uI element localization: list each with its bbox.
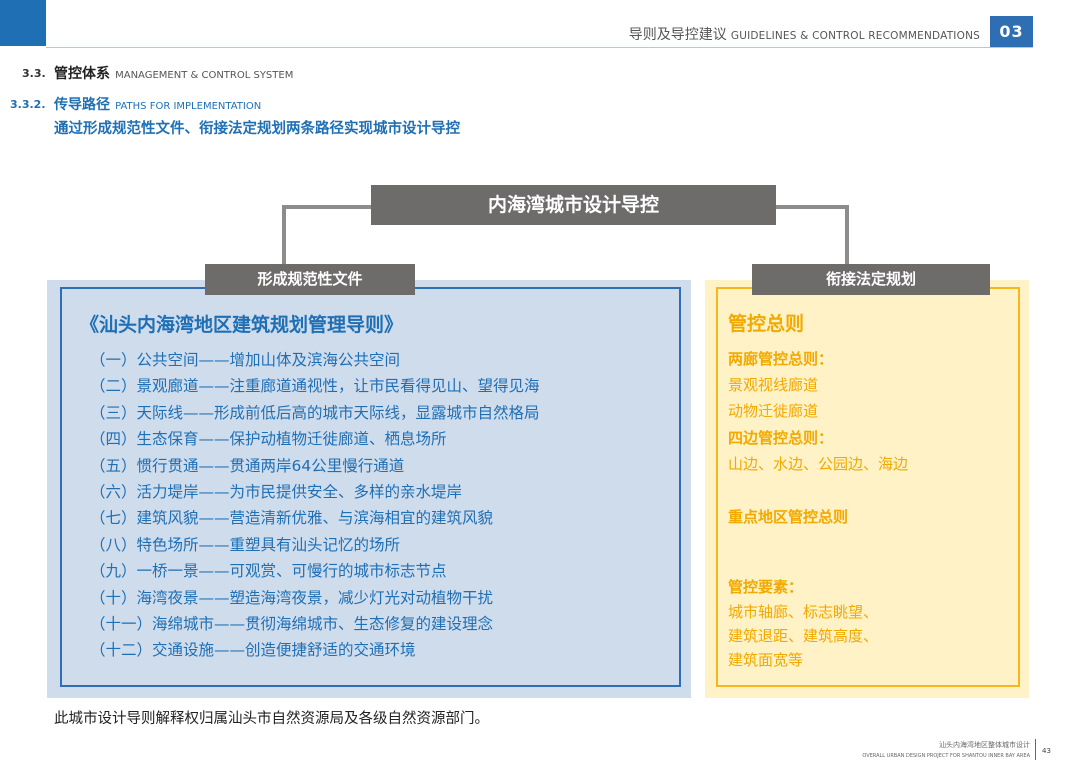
list-item: （二）景观廊道——注重廊道通视性，让市民看得见山、望得见海 — [90, 377, 540, 396]
interpretation-note: 此城市设计导则解释权归属汕头市自然资源局及各级自然资源部门。 — [54, 711, 489, 727]
list-item: （四）生态保育——保护动植物迁徙廊道、栖息场所 — [90, 430, 447, 449]
list-item: （六）活力堤岸——为市民提供安全、多样的亲水堤岸 — [90, 483, 463, 502]
diagram-root-box: 内海湾城市设计导控 — [371, 185, 776, 225]
list-item: （九）一桥一景——可观赏、可慢行的城市标志节点 — [90, 562, 447, 581]
connector-left-horizontal — [282, 205, 372, 209]
list-item: （七）建筑风貌——营造清新优雅、与滨海相宜的建筑风貌 — [90, 509, 494, 528]
footer-divider — [1035, 739, 1036, 760]
chapter-badge: 03 — [990, 16, 1033, 48]
section-number: 3.3. — [22, 67, 46, 80]
two-corridors-item: 景观视线廊道 — [728, 376, 819, 394]
key-areas-heading: 重点地区管控总则 — [728, 508, 849, 526]
list-item: （十）海湾夜景——塑造海湾夜景，减少灯光对动植物干扰 — [90, 588, 494, 607]
guideline-document-title: 《汕头内海湾地区建筑规划管理导则》 — [80, 314, 404, 336]
page-number: 43 — [1042, 747, 1051, 755]
two-corridors-item: 动物迁徙廊道 — [728, 402, 819, 420]
header-title-zh: 导则及导控建议 — [628, 27, 727, 43]
footer-project-en: OVERALL URBAN DESIGN PROJECT FOR SHANTOU… — [862, 753, 1030, 759]
control-elements-item: 建筑退距、建筑高度、 — [728, 627, 879, 645]
control-elements-item: 建筑面宽等 — [728, 651, 804, 669]
header-divider — [46, 47, 1033, 48]
list-item: （五）惯行贯通——贯通两岸64公里慢行通道 — [90, 456, 405, 475]
four-edges-heading: 四边管控总则： — [728, 429, 834, 447]
control-elements-heading: 管控要素： — [728, 578, 804, 596]
section-title-zh: 管控体系 — [54, 66, 110, 82]
subsection-title-en: PATHS FOR IMPLEMENTATION — [115, 101, 262, 112]
two-corridors-heading: 两廊管控总则： — [728, 350, 834, 368]
section-title: 管控体系 MANAGEMENT & CONTROL SYSTEM — [54, 63, 293, 83]
subsection-title-zh: 传导路径 — [54, 97, 110, 113]
list-item: （十一）海绵城市——贯彻海绵城市、生态修复的建设理念 — [90, 615, 494, 634]
list-item: （三）天际线——形成前低后高的城市天际线，显露城市自然格局 — [90, 403, 540, 422]
right-panel-background — [705, 280, 1029, 698]
section-title-en: MANAGEMENT & CONTROL SYSTEM — [115, 70, 294, 81]
list-item: （八）特色场所——重塑具有汕头记忆的场所 — [90, 535, 401, 554]
subsection-number: 3.3.2. — [10, 98, 46, 111]
control-elements-item: 城市轴廊、标志眺望、 — [728, 603, 879, 621]
guideline-list: （一）公共空间——增加山体及滨海公共空间 （二）景观廊道——注重廊道通视性，让市… — [90, 347, 680, 664]
connector-left-vertical — [282, 205, 286, 265]
left-branch-label: 形成规范性文件 — [205, 264, 415, 295]
list-item: （十二）交通设施——创造便捷舒适的交通环境 — [90, 641, 416, 660]
general-rules-title: 管控总则 — [728, 313, 805, 335]
left-panel-background — [47, 280, 691, 698]
connector-right-vertical — [845, 205, 849, 265]
right-branch-label: 衔接法定规划 — [752, 264, 990, 295]
subsection-subtitle: 通过形成规范性文件、衔接法定规划两条路径实现城市设计导控 — [54, 121, 460, 137]
header-title: 导则及导控建议 GUIDELINES & CONTROL RECOMMENDAT… — [629, 24, 980, 44]
four-edges-item: 山边、水边、公园边、海边 — [728, 455, 909, 473]
connector-right-horizontal — [775, 205, 849, 209]
list-item: （一）公共空间——增加山体及滨海公共空间 — [90, 351, 401, 369]
footer-project-zh: 汕头内海湾地区整体城市设计 — [939, 741, 1030, 749]
subsection-title: 传导路径 PATHS FOR IMPLEMENTATION — [54, 94, 261, 114]
header-title-en: GUIDELINES & CONTROL RECOMMENDATIONS — [730, 30, 980, 42]
corner-decoration — [0, 0, 46, 46]
